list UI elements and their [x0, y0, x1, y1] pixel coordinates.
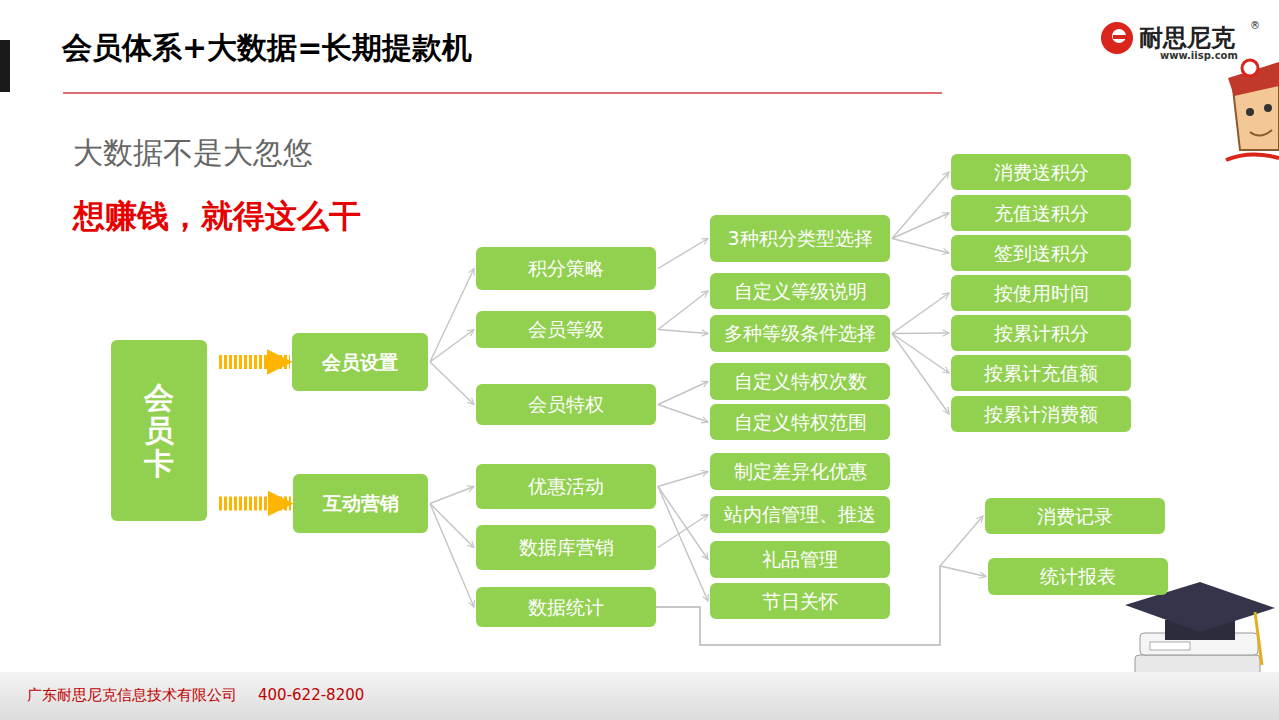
process-box: 数据统计: [476, 587, 656, 627]
registered-mark: ®: [1250, 20, 1260, 31]
connector: [656, 516, 983, 645]
cartoon-figure: [1226, 60, 1279, 160]
node-text: 会员特权: [528, 393, 604, 416]
node-text: 多种等级条件选择: [724, 322, 876, 345]
connector: [892, 334, 949, 415]
subtitle: 大数据不是大忽悠: [73, 133, 313, 174]
connector: [658, 405, 708, 423]
connector: [658, 291, 708, 330]
connector: [430, 487, 474, 504]
node-text: 数据统计: [528, 596, 604, 619]
node-text: 会员设置: [322, 351, 398, 374]
process-box: 自定义特权次数: [710, 363, 890, 400]
process-box: 签到送积分: [951, 235, 1131, 271]
connector: [658, 239, 708, 269]
connector: [892, 332, 949, 334]
node-text: 优惠活动: [528, 475, 604, 498]
connector: [430, 269, 474, 363]
node-text: 3种积分类型选择: [727, 227, 872, 250]
connector: [430, 362, 474, 405]
connector: [892, 172, 949, 239]
process-box: 优惠活动: [476, 464, 656, 509]
connector: [892, 239, 949, 254]
connector: [892, 334, 949, 374]
title-rule: [63, 92, 942, 94]
process-box: 会员设置: [292, 333, 428, 391]
process-box: 数据库营销: [476, 525, 656, 570]
node-text: 站内信管理、推送: [724, 503, 876, 526]
company-name: 广东耐思尼克信息技术有限公司: [27, 686, 237, 705]
process-box: 制定差异化优惠: [710, 453, 890, 490]
flow-arrow: [219, 355, 290, 369]
process-box: 按累计积分: [951, 315, 1131, 351]
node-text: 会员卡: [144, 381, 174, 480]
process-box: 3种积分类型选择: [710, 215, 890, 262]
process-box: 按累计充值额: [951, 355, 1131, 391]
node-text: 制定差异化优惠: [734, 460, 867, 483]
connector: [658, 487, 708, 602]
node-text: 按累计消费额: [984, 403, 1098, 426]
process-box: 自定义等级说明: [710, 273, 890, 309]
process-box: 站内信管理、推送: [710, 496, 890, 533]
slide-title: 会员体系+大数据=长期提款机: [62, 28, 472, 69]
node-text: 自定义等级说明: [734, 280, 867, 303]
process-box: 充值送积分: [951, 195, 1131, 231]
flow-arrow: [219, 497, 291, 511]
node-text: 按累计充值额: [984, 362, 1098, 385]
connector: [658, 472, 708, 487]
slogan: 想赚钱，就得这么干: [73, 195, 361, 239]
process-box: 节日关怀: [710, 583, 890, 619]
node-text: 自定义特权次数: [734, 370, 867, 393]
process-box: 统计报表: [988, 558, 1168, 595]
process-box: 自定义特权范围: [710, 404, 890, 440]
process-box: 会员特权: [476, 384, 656, 425]
process-box: 多种等级条件选择: [710, 315, 890, 352]
connector: [658, 382, 708, 405]
node-text: 按累计积分: [994, 322, 1089, 345]
process-box: 礼品管理: [710, 541, 890, 578]
logo-icon: [1101, 22, 1133, 54]
connector: [658, 330, 708, 334]
process-box: 消费记录: [985, 498, 1165, 534]
node-text: 礼品管理: [762, 548, 838, 571]
title-bar-mark: [0, 40, 10, 92]
node-text: 统计报表: [1040, 565, 1116, 588]
logo-name: 耐思尼克: [1139, 22, 1235, 54]
node-text: 数据库营销: [519, 536, 614, 559]
connector: [430, 330, 474, 363]
process-box: 消费送积分: [951, 154, 1131, 190]
process-box: 按使用时间: [951, 275, 1131, 311]
process-box: 积分策略: [476, 247, 656, 290]
node-text: 充值送积分: [994, 202, 1089, 225]
connector: [892, 293, 949, 334]
phone-number: 400-622-8200: [258, 686, 364, 704]
connector: [430, 504, 474, 608]
process-box: 按累计消费额: [951, 396, 1131, 432]
node-text: 消费送积分: [994, 161, 1089, 184]
logo-url: www.iisp.com: [1160, 50, 1238, 61]
footer-band: [0, 672, 1279, 720]
process-box: 互动营销: [293, 474, 428, 533]
root-box: 会员卡: [111, 340, 207, 521]
connector: [658, 487, 708, 560]
node-text: 积分策略: [528, 257, 604, 280]
node-text: 自定义特权范围: [734, 411, 867, 434]
node-text: 互动营销: [323, 492, 399, 515]
node-text: 按使用时间: [994, 282, 1089, 305]
node-text: 节日关怀: [762, 590, 838, 613]
node-text: 签到送积分: [994, 242, 1089, 265]
node-text: 消费记录: [1037, 505, 1113, 528]
node-text: 会员等级: [528, 318, 604, 341]
process-box: 会员等级: [476, 311, 656, 348]
connector: [430, 504, 474, 548]
connector: [892, 213, 949, 239]
